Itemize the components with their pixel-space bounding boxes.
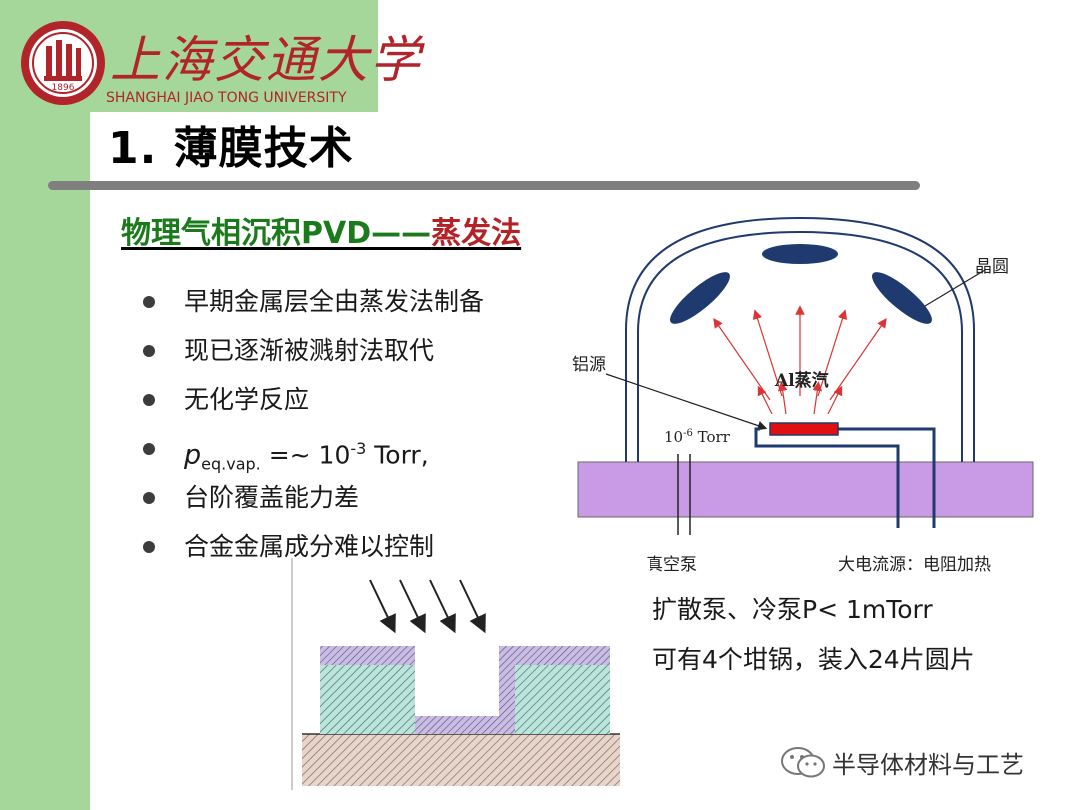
bullet-dot-icon — [143, 394, 155, 406]
slide-title: 1. 薄膜技术 — [108, 123, 354, 174]
university-name-cn: 上海交通大学 — [110, 31, 422, 89]
wafer-label: 晶圆 — [975, 257, 1009, 277]
left-green-bar — [0, 0, 90, 810]
bullet-item: 合金金属成分难以控制 — [140, 527, 484, 576]
evaporator-chamber-figure — [577, 216, 1034, 535]
al-vapor-label: Al蒸汽 — [775, 371, 829, 391]
subtitle-green-part: 物理气相沉积PVD—— — [121, 216, 432, 251]
bullet-dot-icon — [143, 296, 155, 308]
vacuum-pump-label: 真空泵 — [646, 555, 697, 575]
university-seal-icon: 1896 — [21, 21, 105, 105]
university-logo: 1896 上海交通大学 SHANGHAI JIAO TONG UNIVERSIT… — [18, 18, 420, 110]
chamber-pressure-label: 10-6 Torr — [664, 428, 730, 446]
watermark-text: 半导体材料与工艺 — [832, 751, 1024, 779]
aluminum-source-label: 铝源 — [572, 355, 606, 375]
note-crucible-capacity: 可有4个坩锅，装入24片圆片 — [652, 645, 975, 674]
svg-text:1896: 1896 — [52, 83, 75, 93]
power-source-label: 大电流源：电阻加热 — [838, 555, 991, 575]
slide-subtitle: 物理气相沉积PVD——蒸发法 — [121, 208, 521, 252]
bullet-dot-icon — [143, 541, 155, 553]
bullet-item: 无化学反应 — [140, 380, 484, 429]
bullet-item: 早期金属层全由蒸发法制备 — [140, 282, 484, 331]
evaporator-diagram: 晶圆 铝源 Al蒸汽 10-6 Torr 真空泵 大电流源：电阻加热 — [560, 210, 1040, 580]
bullet-dot-icon — [143, 492, 155, 504]
bullet-item: 现已逐渐被溅射法取代 — [140, 331, 484, 380]
bullet-dot-icon — [143, 345, 155, 357]
bullet-dot-icon — [143, 443, 155, 455]
bullet-list: 早期金属层全由蒸发法制备 现已逐渐被溅射法取代 无化学反应 peq.vap. =… — [140, 282, 484, 576]
title-divider — [48, 181, 920, 190]
university-name-en: SHANGHAI JIAO TONG UNIVERSITY — [106, 90, 347, 106]
step-coverage-diagram — [291, 558, 620, 790]
bullet-item: 台阶覆盖能力差 — [140, 478, 484, 527]
bullet-item-pressure: peq.vap. =~ 10-3 Torr, — [140, 429, 484, 478]
note-pump-pressure: 扩散泵、冷泵P< 1mTorr — [652, 595, 933, 624]
wechat-icon — [780, 745, 826, 785]
step-coverage-figure — [290, 558, 650, 798]
subtitle-red-part: 蒸发法 — [431, 216, 522, 251]
